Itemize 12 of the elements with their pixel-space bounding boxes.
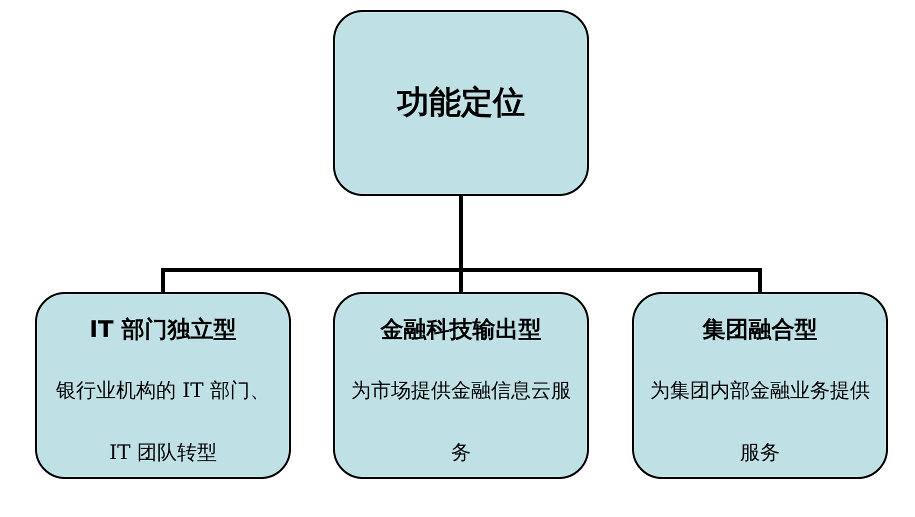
category-box [333,292,589,479]
category-box [632,292,888,479]
box-heading: 集团融合型 [702,316,818,345]
box-description: 为市场提供金融信息云服务 [350,377,572,466]
box-description: 银行业机构的 IT 部门、IT 团队转型 [55,377,271,466]
connector-line [459,196,762,292]
box-heading: 功能定位 [397,82,525,123]
box-description: 为集团内部金融业务提供服务 [649,377,871,466]
box-heading: 金融科技输出型 [380,316,542,345]
box-heading: IT 部门独立型 [89,316,237,345]
category-box [333,10,589,196]
category-box [35,292,291,479]
